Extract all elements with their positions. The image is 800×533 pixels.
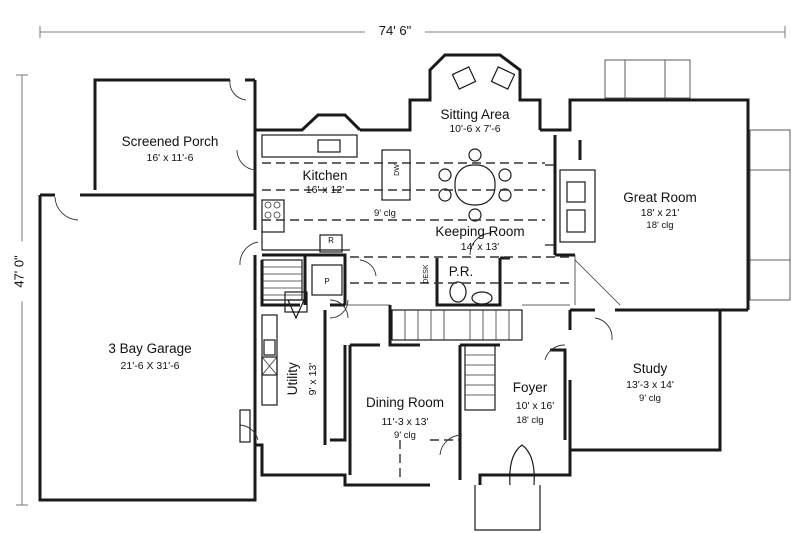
room-size: 21'-6 X 31'-6 — [120, 360, 180, 372]
room-size: 13'-3 x 14' — [626, 379, 674, 391]
room-ceiling: 18' clg — [516, 415, 544, 426]
powder-room-fixtures — [449, 281, 493, 305]
keeping-room-table — [438, 148, 512, 222]
height-dimension: 47' 0" — [12, 241, 28, 302]
room-name: Keeping Room — [435, 224, 525, 239]
room-ceiling: 9' clg — [374, 208, 396, 219]
great-room-decks — [574, 59, 791, 306]
room-name: Study — [632, 361, 668, 376]
room-name: Utility — [285, 362, 301, 396]
kitchen-fixtures — [261, 134, 411, 253]
sitting-area-chairs — [451, 66, 516, 90]
room-size: 16' x 11'-6 — [146, 152, 194, 164]
room-ceiling: 9' clg — [639, 393, 661, 404]
room-size: 14' x 13' — [460, 241, 500, 253]
desk-label: DESK — [422, 264, 430, 284]
room-size: 18' x 21' — [640, 207, 680, 219]
room-size: 11'-3 x 13' — [381, 416, 429, 428]
room-name: Great Room — [623, 190, 697, 205]
fireplace — [545, 164, 596, 246]
utility-fixtures — [261, 264, 343, 406]
room-name: Dining Room — [365, 395, 445, 410]
room-ceiling: 18' clg — [646, 220, 674, 231]
room-size: 10'-6 x 7'-6 — [449, 123, 501, 135]
room-name: Sitting Area — [440, 107, 510, 122]
room-size: 10' x 16' — [515, 400, 555, 412]
room-name: Screened Porch — [121, 134, 219, 149]
room-name: P.R. — [448, 264, 474, 279]
room-size: 9' x 13' — [306, 362, 319, 396]
stairs — [261, 259, 523, 411]
width-dimension: 74' 6" — [365, 23, 425, 39]
room-ceiling: 9' clg — [394, 430, 416, 441]
room-name: Kitchen — [302, 168, 348, 183]
dishwasher-label: DW — [393, 164, 401, 176]
pantry-label: P — [324, 277, 330, 286]
ceiling-beams — [262, 162, 570, 480]
room-name: Foyer — [512, 380, 548, 395]
exterior-walls — [38, 53, 750, 531]
door-swings — [236, 149, 613, 456]
fridge-label: R — [328, 236, 334, 245]
room-size: 16' x 12' — [305, 184, 345, 196]
room-name: 3 Bay Garage — [108, 341, 192, 356]
